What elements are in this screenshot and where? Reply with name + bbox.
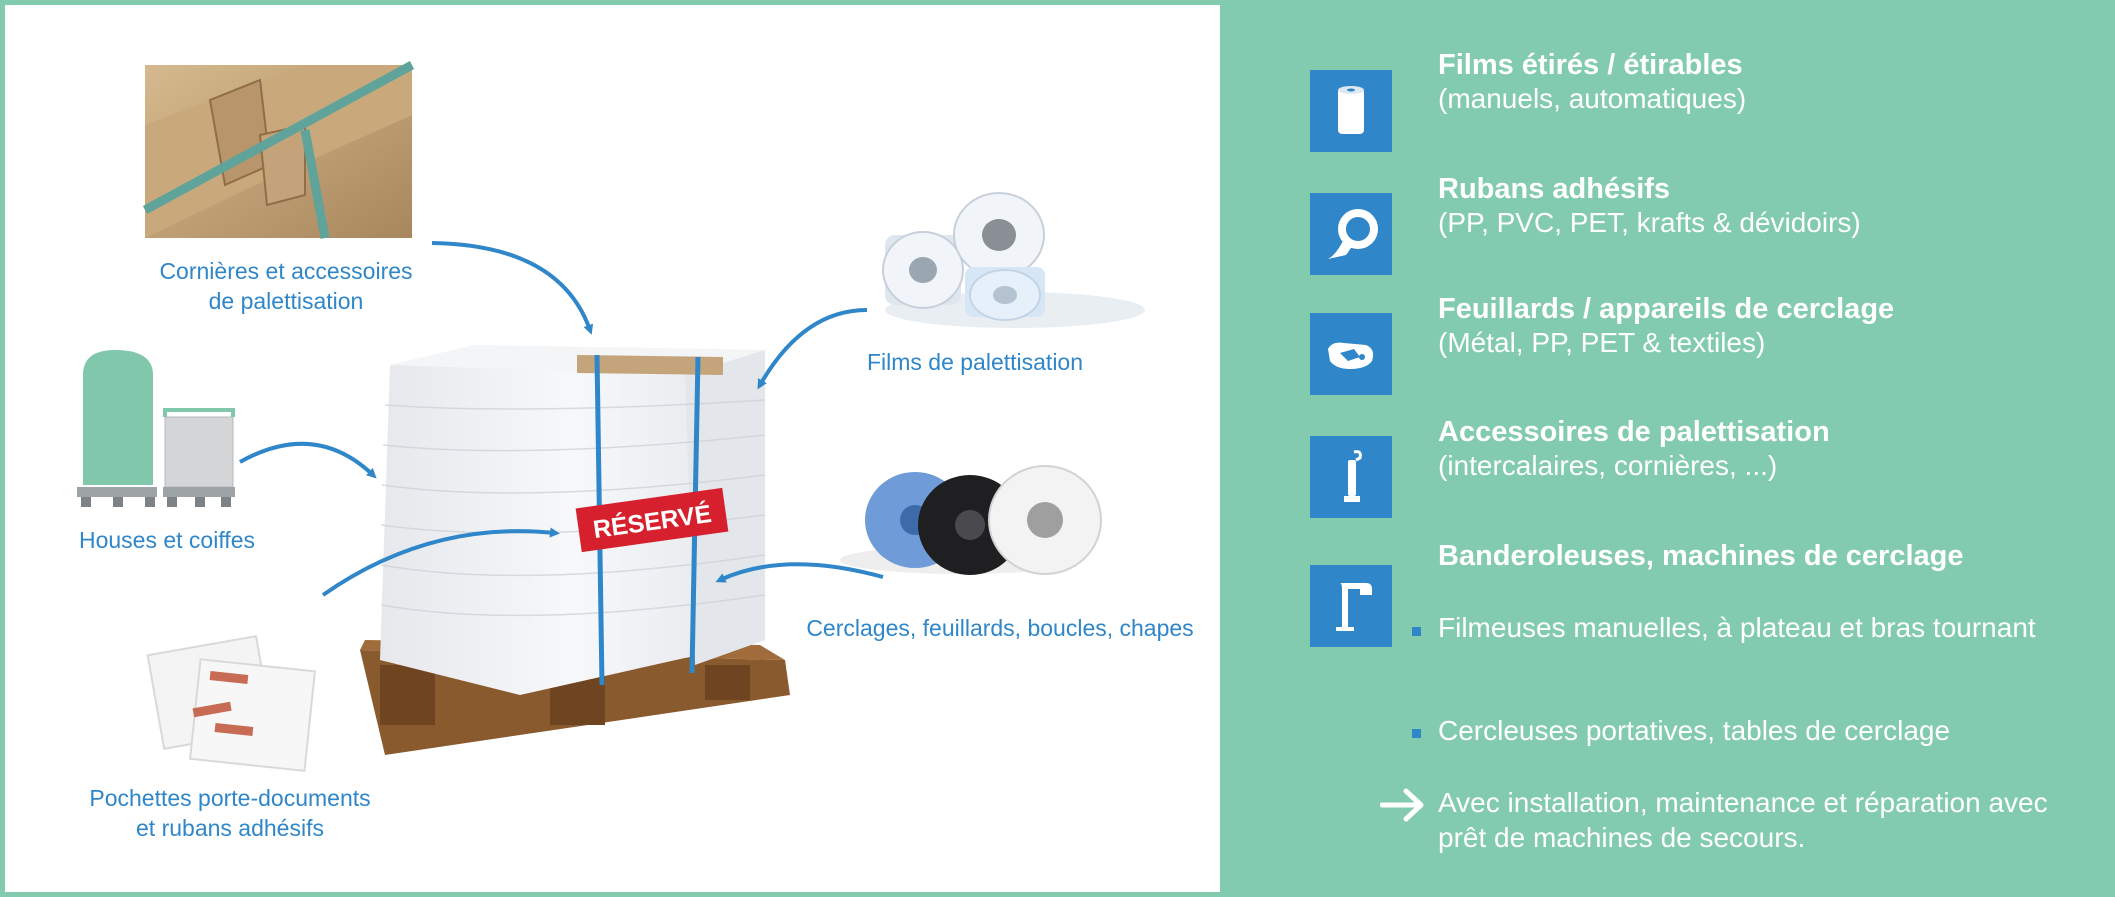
- hoods-photo: [77, 350, 235, 507]
- label-cerclages: Cerclages, feuillards, boucles, chapes: [806, 615, 1194, 641]
- tape-icon: [1310, 193, 1392, 275]
- strapping-rolls-photo: [840, 465, 1102, 575]
- strapping-tool-icon: [1310, 313, 1392, 395]
- category-title-films: Films étirés / étirables: [1438, 49, 1743, 81]
- category-sub-accessoires: (intercalaires, cornières, ...): [1438, 450, 1778, 481]
- category-title-banderoleuses: Banderoleuses, machines de cerclage: [1438, 540, 1964, 572]
- arrow-from-cornieres: [431, 241, 594, 335]
- category-title-rubans: Rubans adhésifs: [1438, 173, 1671, 205]
- cardboard-corner-photo: [142, 61, 415, 239]
- label-housses: Houses et coiffes: [78, 527, 255, 553]
- film-rolls-photo: [882, 192, 1145, 328]
- dispenser-icon: [1310, 436, 1392, 518]
- category-sub-rubans: (PP, PVC, PET, krafts & dévidoirs): [1438, 207, 1861, 238]
- category-title-accessoires: Accessoires de palettisation: [1438, 416, 1830, 448]
- wrapped-pallet: [360, 345, 790, 755]
- product-categories: Films étirés / étirables (manuels, autom…: [1222, 0, 2115, 897]
- arrow-from-films: [757, 308, 868, 390]
- category-sub-films: (manuels, automatiques): [1438, 83, 1747, 114]
- service-note: Avec installation, maintenance et répara…: [1438, 787, 2048, 853]
- arrow-from-pochettes: [321, 527, 560, 597]
- category-title-feuillards: Feuillards / appareils de cerclage: [1438, 293, 1895, 325]
- bullet-icon: [1412, 729, 1421, 738]
- wrapping-machine-icon: [1310, 565, 1392, 647]
- document-pouches-photo: [146, 635, 317, 772]
- arrow-right-icon: [1380, 788, 1424, 822]
- machine-item-filmeuses: Filmeuses manuelles, à plateau et bras t…: [1438, 612, 2036, 643]
- label-cornieres: Cornières et accessoires de palettisatio…: [159, 258, 413, 314]
- reserve-stamp: RÉSERVÉ: [575, 487, 729, 553]
- palletization-diagram: RÉSERVÉ Cornières et accessoires de pale…: [5, 5, 1220, 892]
- arrow-from-cerclages: [715, 562, 884, 583]
- arrow-from-housses: [239, 441, 377, 479]
- category-sub-feuillards: (Métal, PP, PET & textiles): [1438, 327, 1766, 358]
- bullet-icon: [1412, 627, 1421, 636]
- film-roll-icon: [1310, 70, 1392, 152]
- label-films: Films de palettisation: [866, 349, 1084, 375]
- label-pochettes: Pochettes porte-documents et rubans adhé…: [89, 785, 371, 841]
- arrows: [239, 241, 884, 597]
- diagram-canvas: RÉSERVÉ: [77, 61, 1145, 772]
- machine-item-cercleuses: Cercleuses portatives, tables de cerclag…: [1438, 715, 1951, 746]
